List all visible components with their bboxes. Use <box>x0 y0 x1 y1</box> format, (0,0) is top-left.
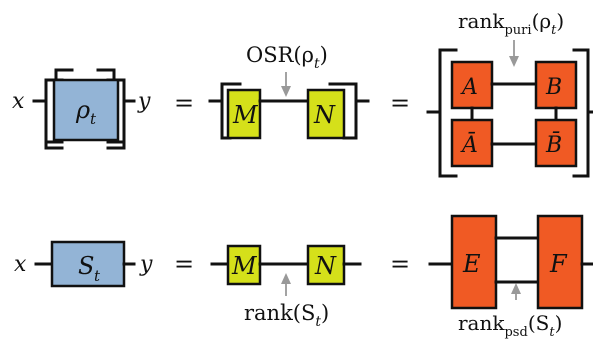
n-top-label: N <box>313 101 336 129</box>
n-top-bracket <box>328 82 358 140</box>
m-top-box <box>226 88 262 140</box>
f-label: F <box>549 250 568 278</box>
psd-text: rankpsd(St) <box>458 311 562 340</box>
bbar-box <box>534 118 578 168</box>
puri-arrowhead <box>509 56 519 67</box>
rank-arrowhead <box>281 273 291 284</box>
rho-tensor-group: x ρ t y <box>12 68 151 150</box>
puri-text: rankpuri(ρt) <box>458 9 564 38</box>
m-top-bracket <box>220 82 242 140</box>
rho-top-right-loop <box>96 68 116 82</box>
purification-group: A B Ā B̄ <box>426 48 593 178</box>
rho-subscript: t <box>90 110 97 128</box>
mn-bottom-group: M N <box>210 244 362 286</box>
osr-arrowhead <box>281 86 291 97</box>
s-tensor-group: x S t y <box>14 240 153 288</box>
bottom-row: x S t y = M N rank(St) = <box>14 214 593 340</box>
m-bottom-label: M <box>231 252 258 280</box>
rho-top-left-loop <box>54 68 74 82</box>
pur-left-bracket <box>438 48 458 178</box>
e-box <box>450 214 498 310</box>
s-subscript: t <box>94 267 101 285</box>
bottom-equals-2: = <box>390 250 410 278</box>
rho-bottom-right-loop <box>106 140 126 150</box>
s-box <box>50 240 126 288</box>
ef-group: E F <box>428 214 593 310</box>
bottom-index-y: y <box>139 252 153 277</box>
rank-annotation: rank(St) <box>244 273 329 330</box>
n-top-box <box>306 88 346 140</box>
psd-annotation: rankpsd(St) <box>458 283 562 340</box>
s-label: S <box>78 252 94 280</box>
top-index-x: x <box>12 89 25 114</box>
top-row: x ρ t y = M N <box>12 9 593 178</box>
top-equals-1: = <box>174 89 194 117</box>
abar-label: Ā <box>460 132 478 158</box>
bottom-index-x: x <box>14 252 27 277</box>
psd-arrowhead <box>511 283 521 294</box>
top-index-y: y <box>137 89 151 114</box>
osr-text: OSR(ρt) <box>246 43 328 72</box>
bottom-equals-1: = <box>174 250 194 278</box>
f-box <box>536 214 584 310</box>
mn-top-group: M N <box>208 82 370 140</box>
rho-bottom-left-loop <box>44 140 64 150</box>
n-bottom-label: N <box>314 252 337 280</box>
abar-box <box>450 118 494 168</box>
a-label: A <box>460 75 478 100</box>
e-label: E <box>462 250 481 278</box>
rho-box <box>52 78 120 142</box>
osr-annotation: OSR(ρt) <box>246 43 328 97</box>
rho-label: ρ <box>75 96 90 124</box>
bbar-label: B̄ <box>545 131 562 158</box>
puri-annotation: rankpuri(ρt) <box>458 9 564 67</box>
m-top-label: M <box>232 101 259 129</box>
b-label: B <box>545 75 562 100</box>
rank-text: rank(St) <box>244 301 329 330</box>
top-equals-2: = <box>390 89 410 117</box>
